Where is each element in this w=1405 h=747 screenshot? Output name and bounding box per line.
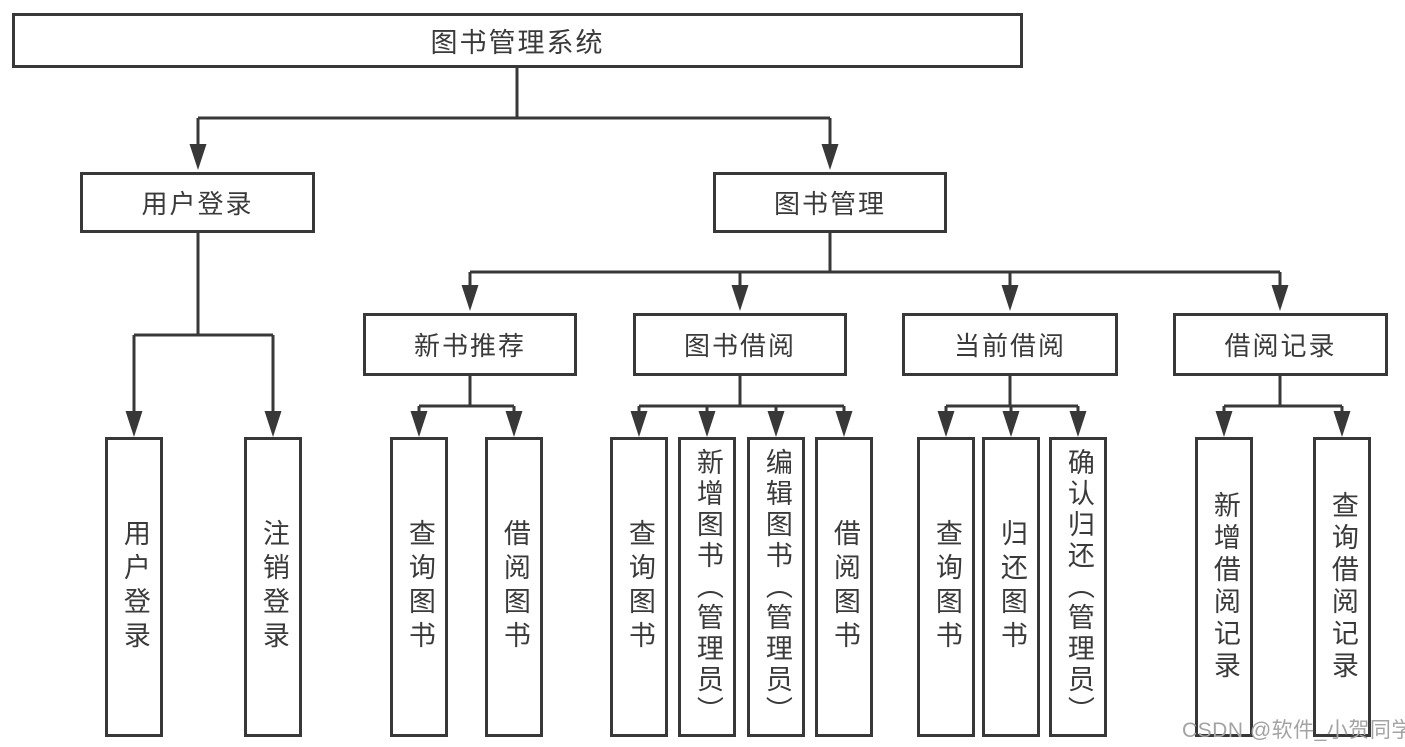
arrowhead <box>189 144 207 170</box>
leaf-add-book-admin: 新增图书（管理员） <box>678 437 736 737</box>
connector-new-book-recommend-to-leaves <box>410 376 523 437</box>
node-user-login: 用户登录 <box>80 172 315 233</box>
arrowhead <box>731 285 749 311</box>
leaf-confirm-return-admin: 确认归还（管理员） <box>1049 437 1107 737</box>
arrowhead <box>835 411 853 437</box>
leaf-query-books-current: 查询图书 <box>917 437 975 737</box>
arrowhead <box>264 411 282 437</box>
connector-borrow-records-to-leaves <box>1215 376 1351 437</box>
csdn-watermark: CSDN @软件_小贺同学 <box>1182 719 1405 742</box>
arrowhead <box>1333 411 1351 437</box>
connector-book-borrow-to-leaves <box>630 376 853 437</box>
node-library-management-system: 图书管理系统 <box>12 13 1023 68</box>
arrowhead <box>630 411 648 437</box>
leaf-query-borrow-record: 查询借阅记录 <box>1313 437 1371 737</box>
connector-book-management-to-level3 <box>461 232 1289 311</box>
leaf-edit-book-admin: 编辑图书（管理员） <box>747 437 805 737</box>
leaf-logout: 注销登录 <box>244 437 302 737</box>
node-book-borrow: 图书借阅 <box>633 313 847 376</box>
connector-user-login-to-leaves <box>125 232 282 437</box>
leaf-add-borrow-record: 新增借阅记录 <box>1195 437 1253 737</box>
node-current-borrow: 当前借阅 <box>902 313 1118 376</box>
arrowhead <box>1069 411 1087 437</box>
arrowhead <box>125 411 143 437</box>
connector-root-to-level2 <box>189 68 839 170</box>
arrowhead <box>937 411 955 437</box>
arrowhead <box>767 411 785 437</box>
leaf-borrow-books-recommend: 借阅图书 <box>485 437 543 737</box>
node-book-management: 图书管理 <box>713 172 947 233</box>
arrowhead <box>1271 285 1289 311</box>
arrowhead <box>1002 411 1020 437</box>
arrowhead <box>410 411 428 437</box>
arrowhead <box>1215 411 1233 437</box>
arrowhead <box>461 285 479 311</box>
connector-current-borrow-to-leaves <box>937 376 1087 437</box>
leaf-return-book: 归还图书 <box>982 437 1040 737</box>
leaf-user-login: 用户登录 <box>105 437 163 737</box>
arrowhead <box>698 411 716 437</box>
node-borrow-records: 借阅记录 <box>1173 313 1388 376</box>
node-new-book-recommend: 新书推荐 <box>363 313 577 376</box>
arrowhead <box>821 144 839 170</box>
leaf-query-books-recommend: 查询图书 <box>390 437 448 737</box>
leaf-query-books-borrow: 查询图书 <box>610 437 668 737</box>
arrowhead <box>1001 285 1019 311</box>
leaf-borrow-books: 借阅图书 <box>815 437 873 737</box>
arrowhead <box>505 411 523 437</box>
